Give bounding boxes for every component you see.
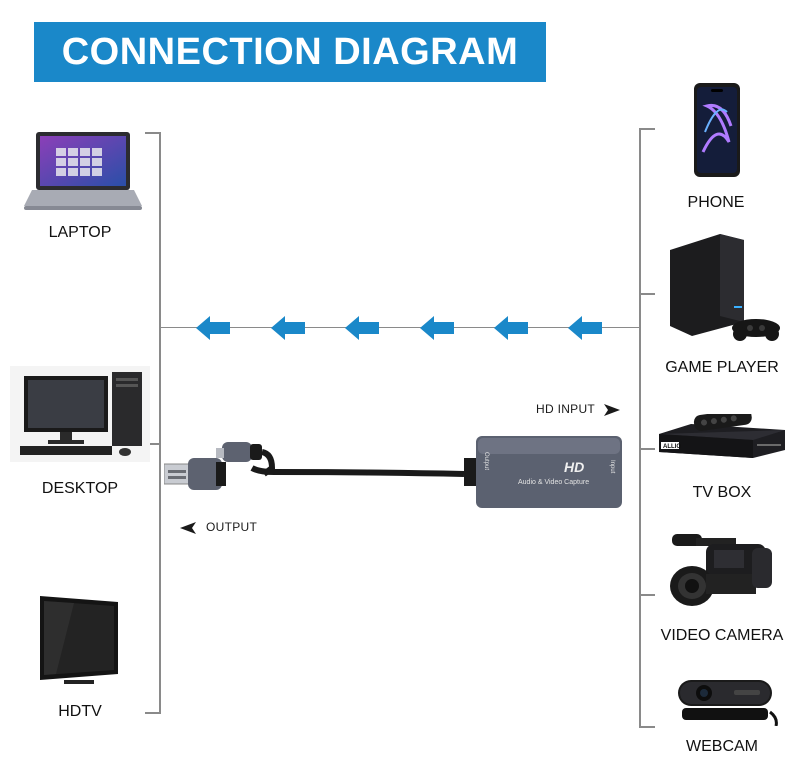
- left-arrow-icon: [196, 316, 232, 340]
- output-label: OUTPUT: [206, 520, 258, 534]
- device-label: VIDEO CAMERA: [660, 627, 784, 644]
- signal-line: [160, 327, 640, 328]
- device-label: LAPTOP: [48, 224, 112, 241]
- left-bracket-tick: [145, 132, 160, 134]
- input-port-label: Input: [609, 460, 615, 474]
- game-console-icon: [664, 232, 782, 349]
- device-label: GAME PLAYER: [665, 359, 779, 376]
- capture-text: Audio & Video Capture: [518, 479, 589, 486]
- left-bracket: [159, 132, 161, 714]
- left-arrow-icon: [494, 316, 530, 340]
- right-bracket-tick: [640, 594, 655, 596]
- laptop-icon: [22, 128, 144, 217]
- left-arrow-icon: [271, 316, 307, 340]
- hd-logo: HD: [564, 459, 584, 475]
- device-label: PHONE: [687, 194, 745, 211]
- device-label: DESKTOP: [41, 480, 119, 497]
- phone-icon: [693, 82, 741, 183]
- tv-box-brand: ALLIO: [663, 444, 681, 450]
- left-arrow-icon: [345, 316, 381, 340]
- right-bracket: [639, 128, 641, 728]
- arrow-left-icon: [180, 521, 196, 539]
- left-arrow-icon: [420, 316, 456, 340]
- hd-input-label: HD INPUT: [536, 402, 596, 416]
- right-bracket-tick: [640, 128, 655, 130]
- right-bracket-tick: [640, 448, 655, 450]
- device-label: HDTV: [58, 703, 102, 720]
- webcam-icon: [676, 678, 780, 731]
- title-banner: CONNECTION DIAGRAM: [34, 22, 546, 82]
- device-label: TV BOX: [692, 484, 752, 501]
- device-label: WEBCAM: [686, 738, 758, 755]
- right-bracket-tick: [640, 726, 655, 728]
- hdtv-icon: [34, 594, 126, 695]
- left-bracket-tick: [145, 443, 160, 445]
- page-title: CONNECTION DIAGRAM: [61, 31, 519, 73]
- tv-box-icon: ALLIO: [655, 408, 787, 465]
- output-port-label: Output: [483, 452, 489, 470]
- capture-device: HD Audio & Video Capture Output Input: [163, 428, 624, 519]
- left-arrow-icon: [568, 316, 604, 340]
- desktop-icon: [10, 366, 150, 467]
- right-bracket-tick: [640, 293, 655, 295]
- left-bracket-tick: [145, 712, 160, 714]
- arrow-right-icon: [604, 403, 620, 421]
- video-camera-icon: [666, 528, 778, 617]
